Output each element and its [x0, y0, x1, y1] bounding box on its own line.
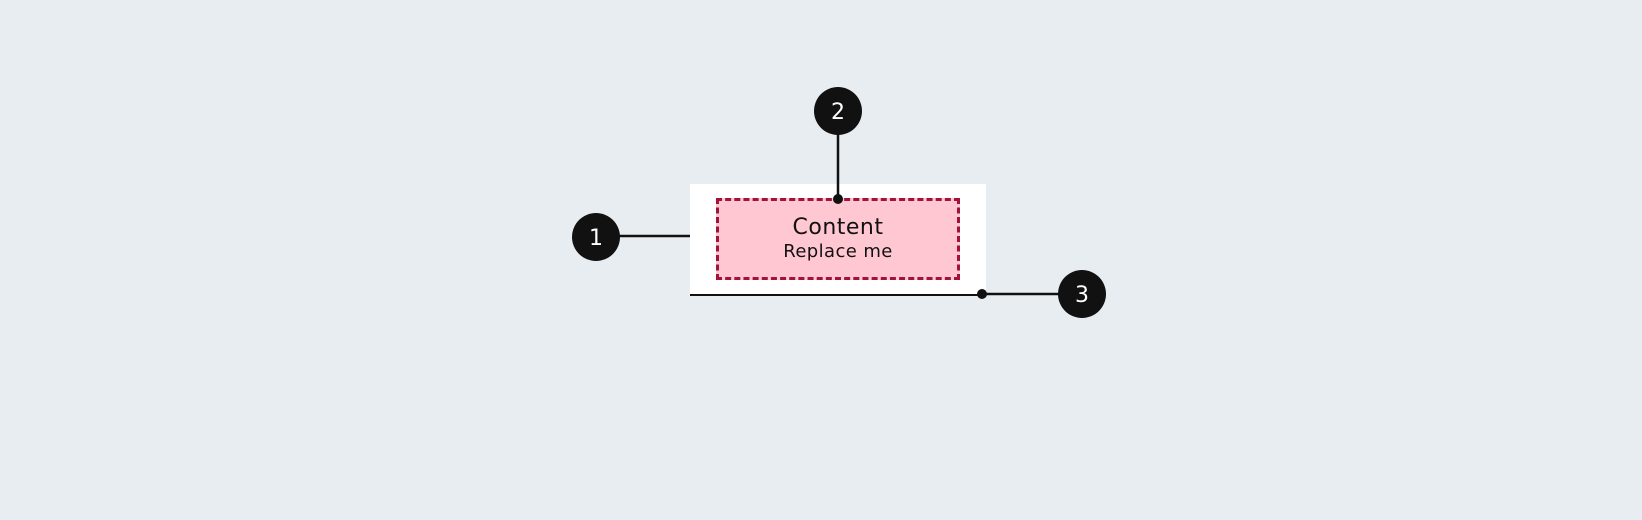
slot-subtitle: Replace me — [783, 241, 893, 262]
marker-2-badge — [814, 87, 862, 135]
leader-dot-2 — [833, 194, 843, 204]
marker-1-label: 1 — [589, 226, 603, 251]
marker-1: 1 — [572, 213, 620, 261]
marker-3: 3 — [1058, 270, 1106, 318]
marker-2-label: 2 — [831, 100, 845, 125]
marker-3-badge — [1058, 270, 1106, 318]
content-slot: Content Replace me — [716, 198, 960, 280]
marker-2: 2 — [814, 87, 862, 135]
leader-dot-3 — [977, 289, 987, 299]
marker-1-badge — [572, 213, 620, 261]
marker-3-label: 3 — [1075, 283, 1089, 308]
slot-title: Content — [792, 215, 884, 240]
